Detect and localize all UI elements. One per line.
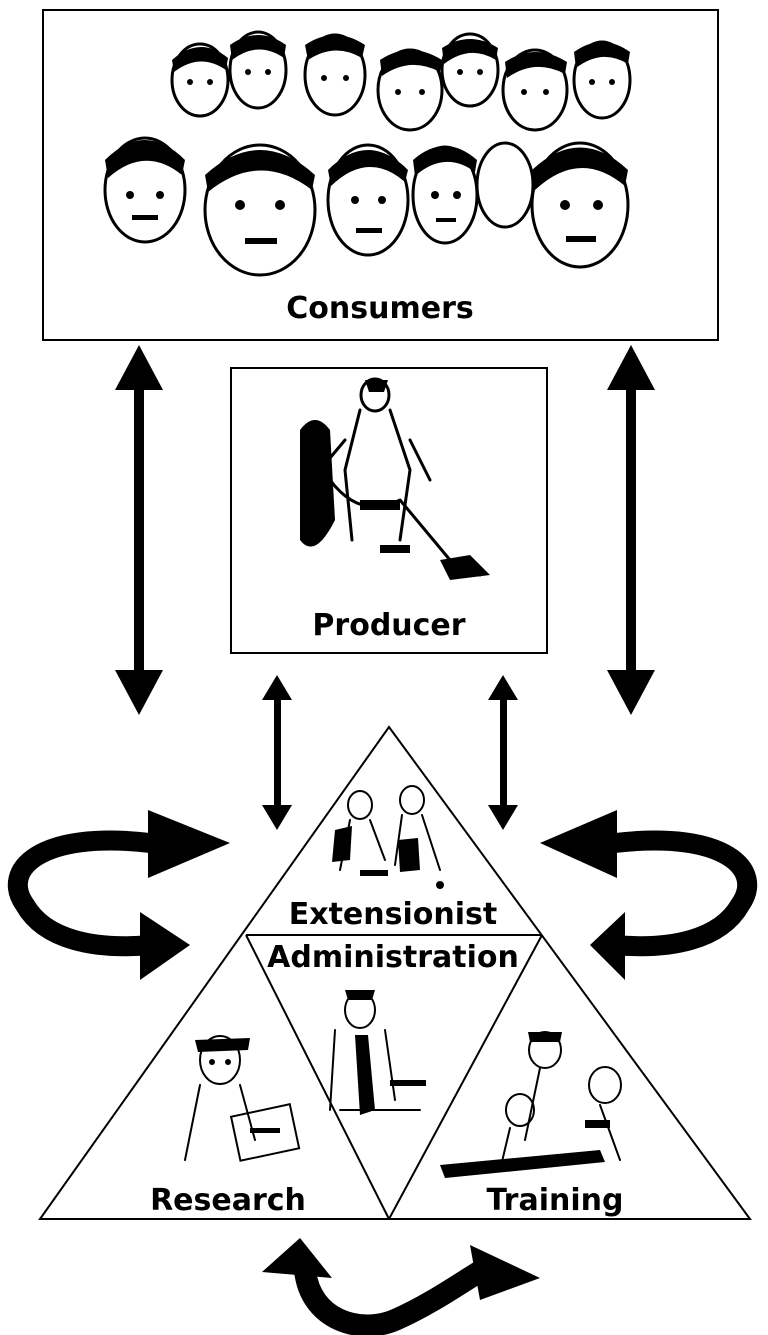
consumers-crowd-illustration xyxy=(103,30,632,277)
consumers-to-system-right-arrow xyxy=(607,345,655,715)
bottom-circular-arrow xyxy=(262,1238,540,1335)
right-circular-arrow xyxy=(540,810,758,980)
administration-label: Administration xyxy=(267,940,519,975)
extensionist-label: Extensionist xyxy=(289,897,497,932)
system-triangle xyxy=(38,725,752,1220)
producer-to-extensionist-right-arrow xyxy=(488,675,518,830)
left-circular-arrow xyxy=(7,810,230,980)
consumers-to-system-left-arrow xyxy=(115,345,163,715)
consumers-label: Consumers xyxy=(286,291,473,326)
producer-label: Producer xyxy=(312,608,465,643)
producer-to-extensionist-left-arrow xyxy=(262,675,292,830)
research-scientist-illustration xyxy=(184,1035,301,1162)
administration-official-illustration xyxy=(329,990,426,1115)
training-group-illustration xyxy=(440,1031,622,1178)
extensionist-illustration xyxy=(332,785,444,889)
consumers-box: Consumers xyxy=(42,9,719,341)
producer-farmer-illustration xyxy=(300,377,490,580)
research-label: Research xyxy=(150,1183,306,1218)
producer-box: Producer xyxy=(230,367,548,654)
training-label: Training xyxy=(487,1183,624,1218)
